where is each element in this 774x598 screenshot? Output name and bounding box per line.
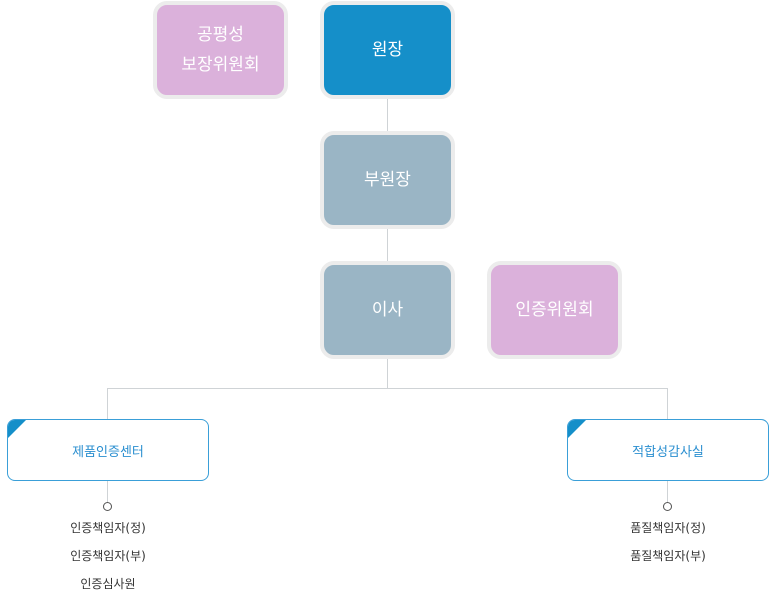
role-item: 인증책임자(부)	[70, 549, 146, 563]
connector-dept-right-roles	[667, 480, 668, 502]
dept-product-certification-center: 제품인증센터	[7, 419, 209, 481]
connector-board-branch	[387, 357, 388, 388]
board-member-label: 이사	[371, 300, 404, 320]
dept-corner-accent	[568, 420, 587, 439]
certification-committee-node: 인증위원회	[487, 261, 622, 359]
dept-corner-accent	[8, 420, 27, 439]
dept-product-certification-center-label: 제품인증센터	[72, 444, 144, 460]
fairness-committee-label-line2: 보장위원회	[181, 55, 260, 75]
connector-horizontal-branch	[107, 388, 668, 389]
connector-director-vice	[387, 97, 388, 133]
role-item: 품질책임자(부)	[630, 549, 706, 563]
certification-committee-label: 인증위원회	[515, 300, 594, 320]
roles-list-product-certification: 인증책임자(정) 인증책임자(부) 인증심사원	[48, 514, 168, 598]
dept-conformity-audit-office-label: 적합성감사실	[632, 444, 704, 460]
connector-dept-left-roles	[107, 480, 108, 502]
connector-vice-board	[387, 227, 388, 263]
vice-director-node: 부원장	[320, 131, 455, 229]
vice-director-label: 부원장	[364, 170, 411, 190]
connector-branch-left	[107, 388, 108, 420]
board-member-node: 이사	[320, 261, 455, 359]
director-node: 원장	[320, 1, 455, 99]
roles-list-conformity-audit: 품질책임자(정) 품질책임자(부)	[608, 514, 728, 570]
fairness-committee-node: 공평성 보장위원회	[153, 1, 288, 99]
role-item: 품질책임자(정)	[630, 521, 706, 535]
roles-marker-left	[103, 502, 112, 511]
roles-marker-right	[663, 502, 672, 511]
role-item: 인증심사원	[80, 577, 136, 591]
connector-branch-right	[667, 388, 668, 420]
director-label: 원장	[371, 40, 404, 60]
role-item: 인증책임자(정)	[70, 521, 146, 535]
dept-conformity-audit-office: 적합성감사실	[567, 419, 769, 481]
fairness-committee-label-line1: 공평성	[197, 25, 244, 45]
